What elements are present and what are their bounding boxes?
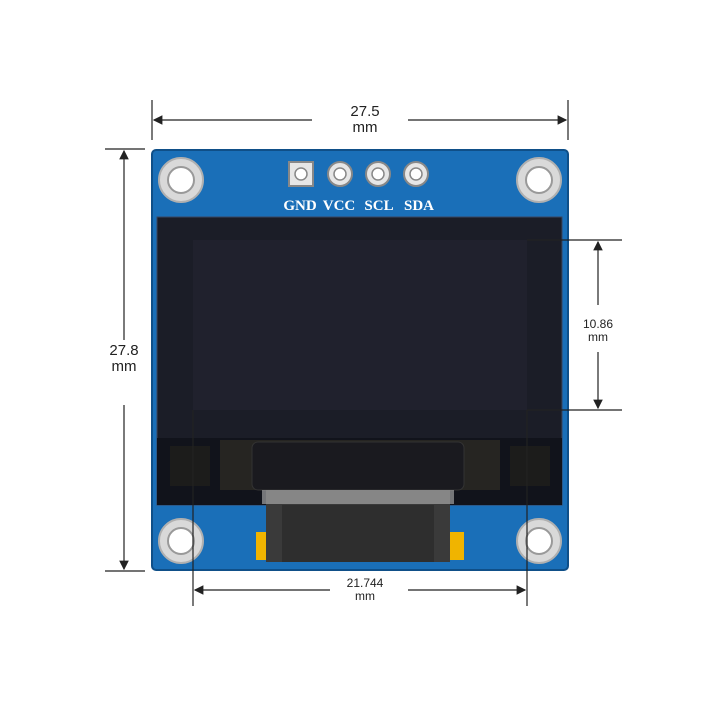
mounting-hole-top-left bbox=[158, 157, 204, 203]
mounting-hole-top-right bbox=[516, 157, 562, 203]
screen-height-unit: mm bbox=[588, 329, 608, 344]
pin-label-gnd: GND bbox=[283, 198, 317, 214]
screen-width-unit: mm bbox=[355, 588, 375, 603]
board-height-unit: mm bbox=[111, 357, 137, 375]
dimension-screen-height bbox=[527, 239, 622, 411]
mounting-hole-bottom-right bbox=[516, 518, 562, 564]
pin-label-scl: SCL bbox=[364, 198, 393, 214]
board-height-value: 27.8 bbox=[109, 342, 139, 359]
board-width-value: 27.5 bbox=[350, 103, 380, 120]
dimension-board-width bbox=[151, 100, 569, 140]
pin-label-sda: SDA bbox=[404, 198, 434, 214]
board-width-unit: mm bbox=[352, 118, 378, 136]
board-height-label: 27.8 mm bbox=[92, 343, 156, 375]
board-width-label: 27.5 mm bbox=[330, 104, 400, 136]
screen-height-label: 10.86 mm bbox=[573, 318, 623, 343]
display-active-area bbox=[193, 240, 527, 410]
screen-width-label: 21.744 mm bbox=[333, 577, 397, 602]
driver-ic bbox=[251, 441, 465, 491]
header-pins bbox=[288, 161, 429, 187]
dimension-screen-width bbox=[192, 410, 528, 606]
pin-label-vcc: VCC bbox=[323, 198, 356, 214]
mounting-hole-bottom-left bbox=[158, 518, 204, 564]
screen-height-value: 10.86 bbox=[582, 317, 614, 331]
screen-width-value: 21.744 bbox=[346, 576, 384, 590]
dimension-board-height bbox=[105, 148, 145, 572]
